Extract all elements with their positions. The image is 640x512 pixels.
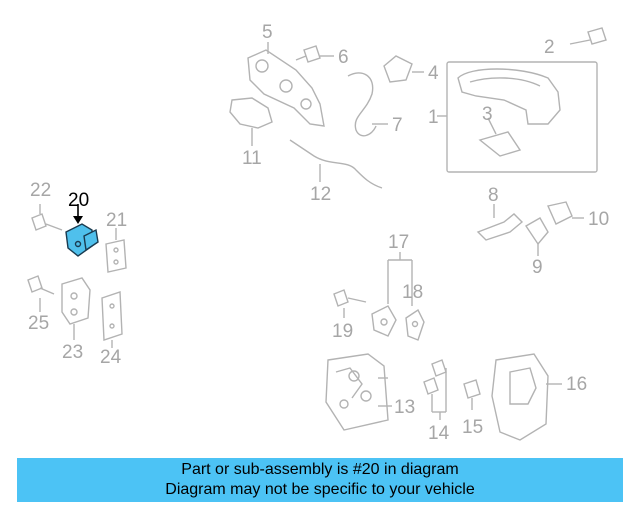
rod-clip-8: [476, 204, 524, 241]
callout-15: 15: [462, 417, 483, 438]
callout-3: 3: [482, 104, 493, 125]
rod-12: [289, 139, 383, 189]
screw-2: [569, 27, 607, 45]
bezel-4: [383, 55, 424, 83]
screw-19: [333, 289, 367, 318]
grommet-15: [463, 379, 481, 410]
bolt-25: [27, 275, 55, 312]
callout-11: 11: [242, 148, 262, 169]
callout-21: 21: [106, 210, 127, 231]
callout-24: 24: [100, 347, 122, 368]
callout-5: 5: [262, 22, 273, 43]
cover-9: [525, 217, 549, 256]
damper-17: [371, 305, 397, 337]
cover-16: [491, 353, 562, 441]
callout-6: 6: [338, 47, 349, 68]
door-latch-13: [325, 353, 392, 431]
outside-handle: [457, 68, 561, 125]
callout-23: 23: [62, 342, 83, 363]
callout-8: 8: [488, 185, 499, 206]
callout-16: 16: [566, 374, 587, 395]
hinge-23: [61, 277, 91, 340]
exploded-parts-diagram: 5 6 2 4 1 3 7 11 12 22 20 21 8 10 9 17 1…: [27, 22, 609, 444]
callout-14: 14: [428, 423, 450, 444]
handle-cap: [478, 117, 522, 157]
info-banner: Part or sub-assembly is #20 in diagram D…: [17, 458, 623, 502]
bolt-6: [295, 45, 334, 63]
bolt-22: [31, 204, 63, 231]
cable-7: [347, 72, 388, 137]
callout-9: 9: [532, 257, 543, 278]
callout-12: 12: [310, 184, 331, 205]
inner-handle-bracket: [247, 42, 325, 127]
hinge-20-highlighted: [65, 204, 99, 257]
callout-13: 13: [394, 397, 415, 418]
callout-20: 20: [68, 190, 89, 211]
banner-line-1: Part or sub-assembly is #20 in diagram: [181, 461, 459, 478]
callout-10: 10: [588, 209, 609, 230]
callout-2: 2: [544, 37, 555, 58]
plate-21: [105, 228, 127, 273]
screws-14: [423, 359, 447, 420]
callout-1: 1: [428, 107, 439, 128]
inside-handle-11: [229, 97, 273, 146]
callout-19: 19: [332, 321, 353, 342]
bracket-lines-17: [387, 252, 413, 306]
damper-18: [405, 308, 425, 341]
callout-17: 17: [388, 232, 409, 253]
cap-10: [547, 201, 584, 225]
callout-22: 22: [30, 180, 51, 201]
callout-4: 4: [428, 63, 439, 84]
plate-24: [101, 291, 123, 348]
callout-25: 25: [28, 313, 49, 334]
banner-line-2: Diagram may not be specific to your vehi…: [165, 481, 475, 498]
callout-18: 18: [402, 282, 423, 303]
callout-7: 7: [392, 115, 403, 136]
